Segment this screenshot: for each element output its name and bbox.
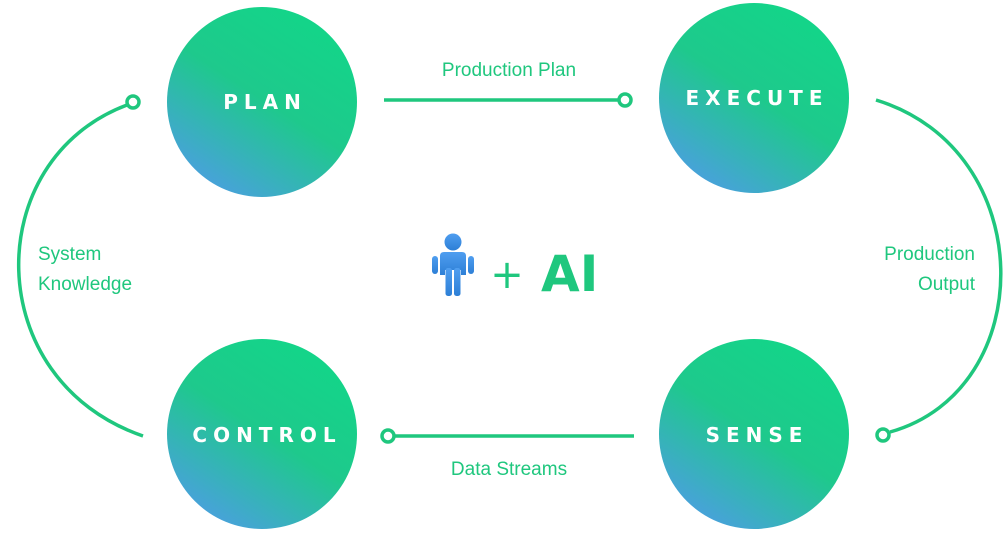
- node-sense[interactable]: SENSE: [659, 339, 849, 529]
- label-production: Production: [884, 244, 975, 265]
- connector-plan-execute: [384, 92, 633, 108]
- person-icon: [432, 233, 474, 296]
- node-plan-label: PLAN: [223, 90, 307, 114]
- node-execute[interactable]: EXECUTE: [659, 3, 849, 193]
- ai-label: AI: [541, 245, 598, 303]
- label-knowledge: Knowledge: [38, 274, 132, 295]
- node-sense-label: SENSE: [706, 423, 809, 447]
- label-system: System: [38, 244, 101, 265]
- label-data-streams: Data Streams: [451, 459, 567, 480]
- connector-sense-control: [380, 428, 634, 444]
- center-human-plus-ai: + AI: [432, 233, 598, 303]
- connector-execute-sense: [875, 98, 1003, 443]
- label-output: Output: [918, 274, 976, 295]
- node-control-label: CONTROL: [192, 423, 341, 447]
- connector-control-plan: [17, 94, 144, 438]
- plus-sign: +: [490, 252, 524, 298]
- node-plan[interactable]: PLAN: [167, 7, 357, 197]
- label-production-plan: Production Plan: [442, 60, 576, 81]
- node-execute-label: EXECUTE: [686, 86, 829, 110]
- node-control[interactable]: CONTROL: [167, 339, 357, 529]
